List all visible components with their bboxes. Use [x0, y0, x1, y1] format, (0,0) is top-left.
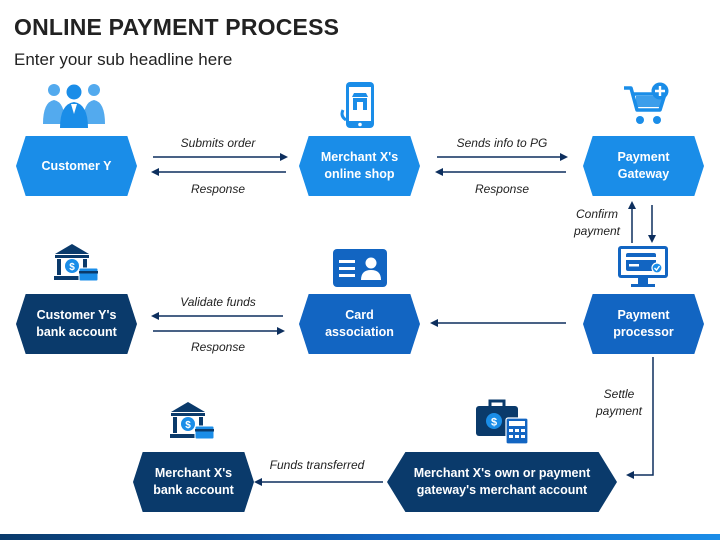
id-card-icon [333, 249, 387, 287]
node-customer-y: Customer Y [16, 136, 137, 196]
node-merchant-account: Merchant X's own or payment gateway's me… [387, 452, 617, 512]
svg-text:$: $ [69, 262, 75, 273]
node-card-association: Card association [299, 294, 420, 354]
node-merchant-shop: Merchant X's online shop [299, 136, 420, 196]
label-response-3: Response [190, 340, 246, 354]
svg-text:$: $ [491, 417, 497, 429]
arrow-settle-payment [626, 357, 654, 479]
node-customer-bank: Customer Y's bank account [16, 294, 137, 354]
smartphone-shop-icon [340, 82, 374, 128]
bottom-accent-bar [0, 534, 720, 540]
node-payment-gateway: Payment Gateway [583, 136, 704, 196]
label-funds-transferred: Funds transferred [269, 458, 365, 472]
page-subtitle: Enter your sub headline here [14, 50, 233, 69]
node-payment-processor: Payment processor [583, 294, 704, 354]
label-confirm-payment: Confirm payment [573, 207, 621, 239]
people-group-icon [43, 84, 105, 128]
label-response-1: Response [190, 182, 246, 196]
node-merchant-bank: Merchant X's bank account [133, 452, 254, 512]
label-response-2: Response [474, 182, 530, 196]
label-validate-funds: Validate funds [180, 295, 256, 309]
bank-card-icon: $ [54, 244, 99, 282]
label-sends-info: Sends info to PG [456, 136, 548, 150]
shopping-cart-plus-icon [624, 82, 669, 124]
svg-text:$: $ [185, 420, 191, 431]
monitor-card-icon [618, 246, 668, 287]
label-submits-order: Submits order [180, 136, 256, 150]
bank-card-icon: $ [170, 402, 215, 440]
briefcase-calculator-icon: $ [476, 399, 529, 445]
label-settle-payment: Settle payment [595, 387, 643, 419]
page-title: ONLINE PAYMENT PROCESS [14, 14, 340, 40]
